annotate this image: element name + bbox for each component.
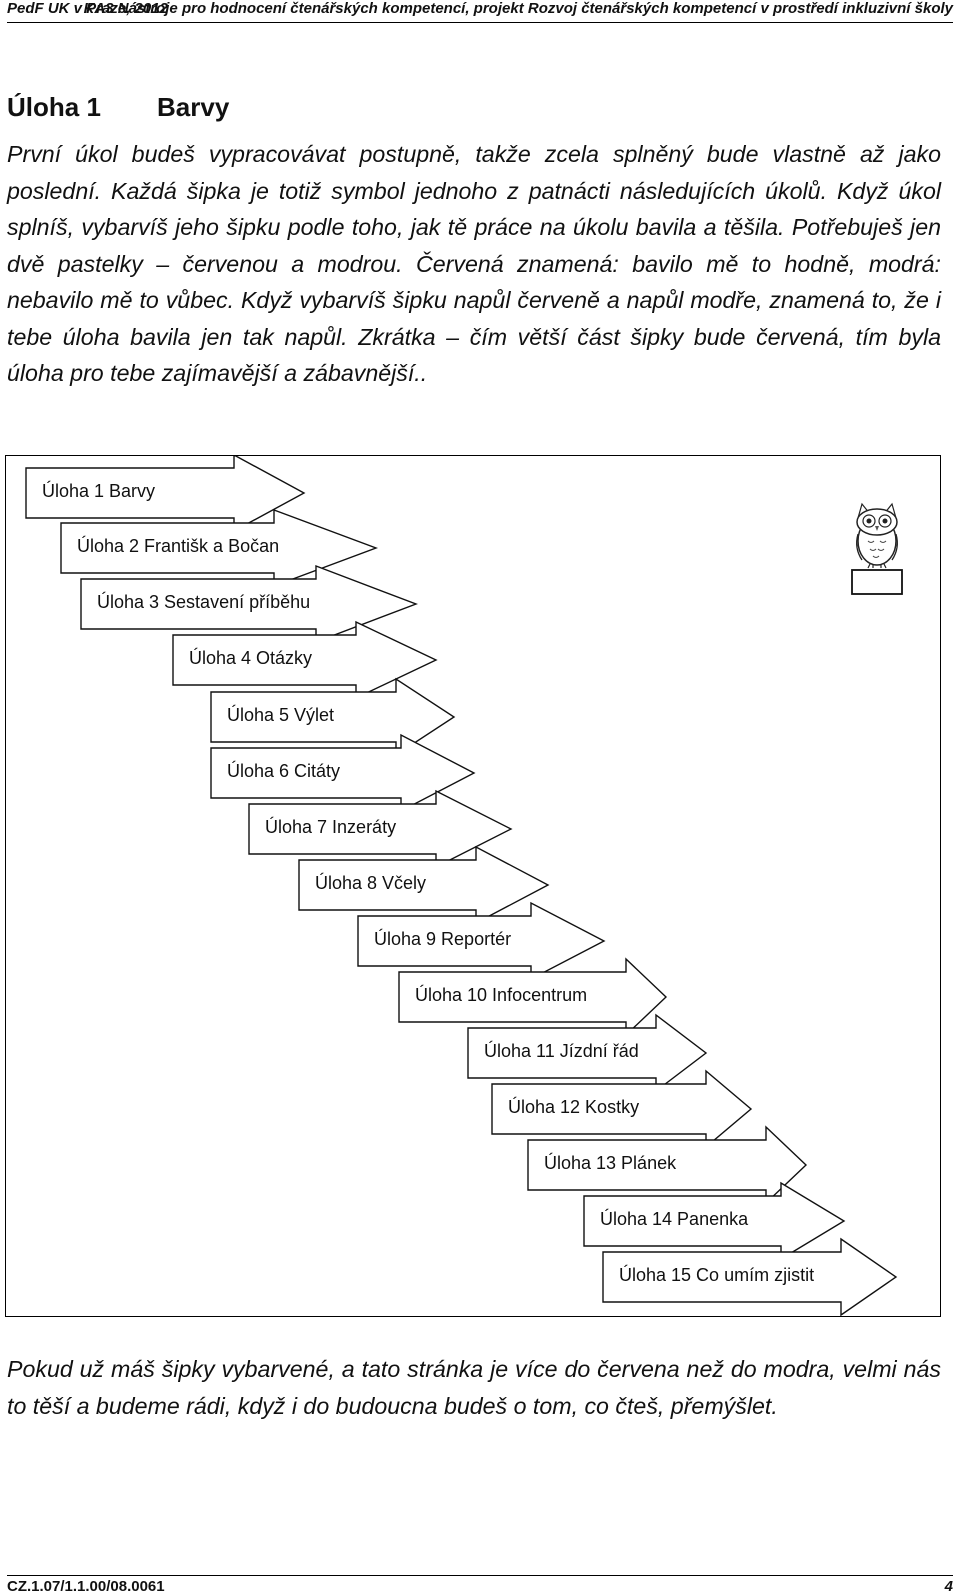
task-arrow-label-10: Úloha 10 Infocentrum: [415, 985, 588, 1005]
task-arrow-14: [583, 1181, 846, 1261]
page-number: 4: [944, 1578, 953, 1595]
task-arrow-2: [60, 508, 379, 588]
task-arrow-3: [80, 564, 418, 644]
arrows-canvas: [25, 456, 898, 1317]
task-arrow-8: [298, 845, 550, 925]
task-arrow-label-4: Úloha 4 Otázky: [189, 648, 313, 668]
task-arrow-label-8: Úloha 8 Včely: [315, 873, 427, 893]
task-arrow-label-14: Úloha 14 Panenka: [600, 1209, 749, 1229]
task-arrow-label-1: Úloha 1 Barvy: [42, 481, 156, 501]
task-arrow-label-5: Úloha 5 Výlet: [227, 705, 335, 725]
task-arrow-label-3: Úloha 3 Sestavení příběhu: [97, 592, 311, 612]
task-arrow-label-6: Úloha 6 Citáty: [227, 761, 341, 781]
page-footer: CZ.1.07/1.1.00/08.0061 4: [7, 1575, 953, 1595]
task-arrow-label-15: Úloha 15 Co umím zjistit: [619, 1265, 815, 1285]
task-arrow-5: [210, 677, 456, 757]
instructions-paragraph: První úkol budeš vypracovávat postupně, …: [7, 141, 941, 386]
task-arrow-11: [467, 1013, 708, 1093]
task-arrow-1: [25, 456, 306, 533]
task-arrow-7: [248, 789, 513, 869]
owl-icon: [846, 496, 908, 596]
task-arrow-13: [527, 1125, 808, 1205]
task-arrow-label-2: Úloha 2 Františk a Bočan: [77, 536, 280, 556]
task-arrow-12: [491, 1069, 753, 1149]
task-arrow-label-11: Úloha 11 Jízdní řád: [484, 1041, 639, 1061]
task-title: Barvy: [157, 92, 230, 122]
header-project: KA3 Nástroje pro hodnocení čtenářských k…: [83, 0, 953, 17]
task-number: Úloha 1: [7, 92, 101, 122]
project-code: CZ.1.07/1.1.00/08.0061: [7, 1578, 165, 1595]
closing-paragraph: Pokud už máš šipky vybarvené, a tato str…: [7, 1356, 941, 1419]
task-arrow-label-12: Úloha 12 Kostky: [508, 1097, 640, 1117]
task-arrow-label-7: Úloha 7 Inzeráty: [265, 817, 397, 837]
task-arrow-9: [357, 901, 606, 981]
task-arrow-label-13: Úloha 13 Plánek: [544, 1153, 677, 1173]
task-arrow-label-9: Úloha 9 Reportér: [374, 929, 512, 949]
header-institution: PedF UK v Praze, 2012: [7, 0, 168, 17]
task-arrow-15: [602, 1237, 898, 1317]
task-arrow-10: [398, 957, 668, 1037]
page-header: PedF UK v Praze, 2012 KA3 Nástroje pro h…: [7, 0, 953, 23]
